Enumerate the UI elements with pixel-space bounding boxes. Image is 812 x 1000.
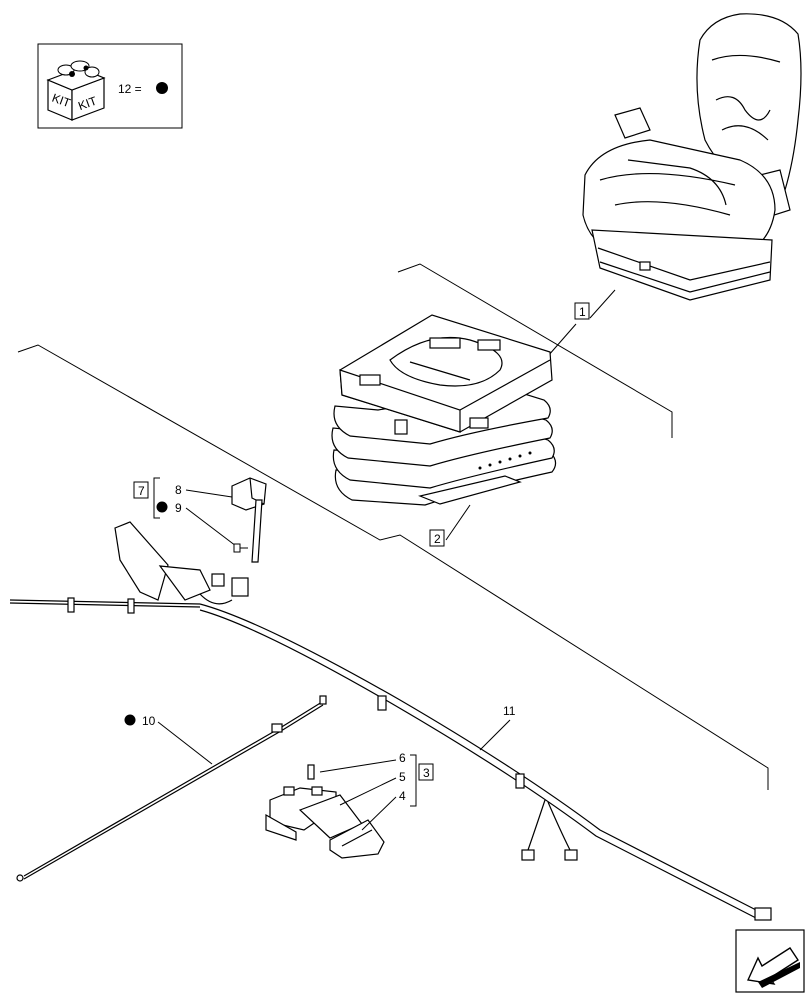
callout-2: 2 xyxy=(434,532,441,546)
callout-9: 9 xyxy=(175,501,182,515)
kit-marker-icon xyxy=(156,82,168,94)
callout-6: 6 xyxy=(399,751,406,765)
callout-4: 4 xyxy=(399,789,406,803)
pedal-callouts: 6 5 4 3 xyxy=(319,751,434,831)
kit-text-right: KIT xyxy=(76,93,99,113)
kit-text-left: KIT xyxy=(50,91,73,111)
bracket-2 xyxy=(17,344,769,790)
kit-legend: KIT KIT 12 = xyxy=(37,43,183,129)
kit-marker-9 xyxy=(156,501,168,513)
screw-part-9 xyxy=(233,543,248,553)
callout-5: 5 xyxy=(399,770,406,784)
wiring-harness xyxy=(9,521,772,921)
arrow-next-icon[interactable] xyxy=(735,929,805,993)
pedal-assembly xyxy=(265,764,385,859)
bracket-1 xyxy=(397,263,673,438)
seat-assembly xyxy=(582,13,802,301)
suspension-holes xyxy=(478,451,532,470)
callout-3: 3 xyxy=(423,766,430,780)
callout-8: 8 xyxy=(175,483,182,497)
kit-equation: 12 = xyxy=(118,82,142,96)
kit-marker-10 xyxy=(124,714,136,726)
callout-10: 10 xyxy=(142,714,156,728)
callout-11: 11 xyxy=(503,704,516,718)
callout-7: 7 xyxy=(138,484,145,498)
switch-part-8 xyxy=(231,477,267,563)
callout-1: 1 xyxy=(579,305,586,319)
suspension-unit xyxy=(331,314,557,506)
kit-box-icon: KIT KIT xyxy=(46,60,106,121)
cable-part-10 xyxy=(16,695,327,882)
